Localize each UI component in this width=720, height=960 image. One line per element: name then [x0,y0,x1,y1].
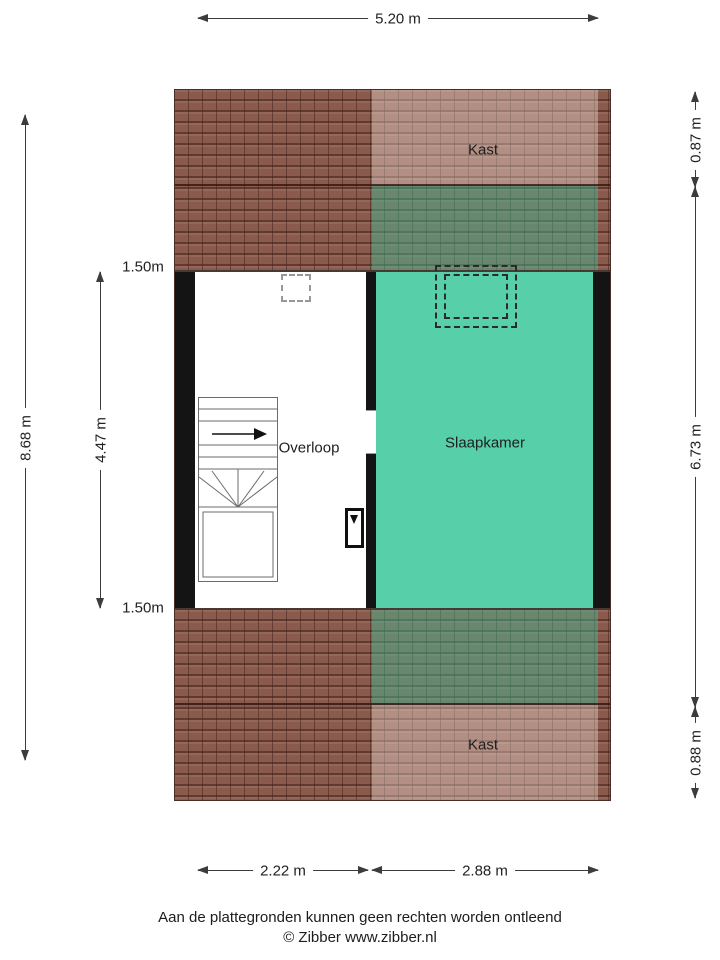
arrowhead-up-icon [21,114,29,125]
chimney-outline [281,274,311,302]
arrowhead-up-icon [691,706,699,717]
door-opening [366,410,376,454]
room-label-overloop: Overloop [278,439,340,457]
arrowhead-down-icon [691,697,699,708]
arrowhead-down-icon [691,788,699,799]
interior [175,270,610,610]
dormer-outline-inner [444,274,508,319]
arrowhead-up-icon [691,186,699,197]
wall-divider-upper [366,272,376,410]
dimension-right-middle-label: 6.73 m [687,417,705,477]
arrowhead-right-icon [588,14,599,22]
dimension-bottom-left-label: 2.22 m [253,862,313,880]
dimension-left-inner: 4.47 m [92,271,110,609]
knee-wall-line-bottom [175,703,610,705]
arrowhead-up-icon [691,91,699,102]
room-label-kast-top: Kast [467,141,499,159]
room-label-slaapkamer: Slaapkamer [444,434,526,452]
arrowhead-left-icon [197,14,208,22]
dimension-top-label: 5.20 m [368,10,428,28]
dimension-left-total-label: 8.68 m [17,407,35,468]
kast-bottom-sloped-area [372,610,598,705]
dimension-left-inner-label: 4.47 m [92,410,110,470]
dimension-left-total: 8.68 m [17,114,35,761]
arrowhead-left-icon [371,866,382,874]
dormer-outline [435,265,517,328]
kast-bottom-area [372,705,598,800]
arrowhead-down-icon [96,598,104,609]
dimension-right-bottom: 0.88 m [687,706,705,799]
door-icon [345,508,364,548]
slaapkamer-room [376,272,593,608]
floorplan: Kast Overloop Slaapkamer Kast [174,89,611,801]
wall-left [175,272,195,608]
dimension-right-middle: 6.73 m [687,186,705,708]
stairs-icon [198,397,278,582]
knee-height-bottom-label: 1.50m [119,599,167,617]
dimension-bottom-right: 2.88 m [371,862,599,880]
knee-wall-line-top [175,184,610,186]
dimension-bottom-right-label: 2.88 m [455,862,515,880]
room-label-kast-bottom: Kast [467,736,499,754]
arrowhead-down-icon [21,750,29,761]
arrowhead-right-icon [588,866,599,874]
dimension-right-bottom-label: 0.88 m [687,722,705,783]
roof-top [175,90,610,270]
kast-top-sloped-area [372,185,598,270]
roof-bottom [175,610,610,800]
footer-disclaimer: Aan de plattegronden kunnen geen rechten… [158,909,562,926]
dimension-top: 5.20 m [197,10,599,28]
dimension-right-top: 0.87 m [687,91,705,188]
wall-right [593,272,610,608]
wall-divider-lower [366,454,376,608]
dimension-right-top-label: 0.87 m [687,109,705,170]
arrowhead-down-icon [691,177,699,188]
knee-height-top-label: 1.50m [119,258,167,276]
arrowhead-left-icon [197,866,208,874]
footer-copyright: © Zibber www.zibber.nl [283,929,437,946]
dimension-bottom-left: 2.22 m [197,862,369,880]
arrowhead-up-icon [96,271,104,282]
kast-top-area [372,90,598,185]
arrowhead-right-icon [358,866,369,874]
door-arrow-icon [350,515,358,524]
